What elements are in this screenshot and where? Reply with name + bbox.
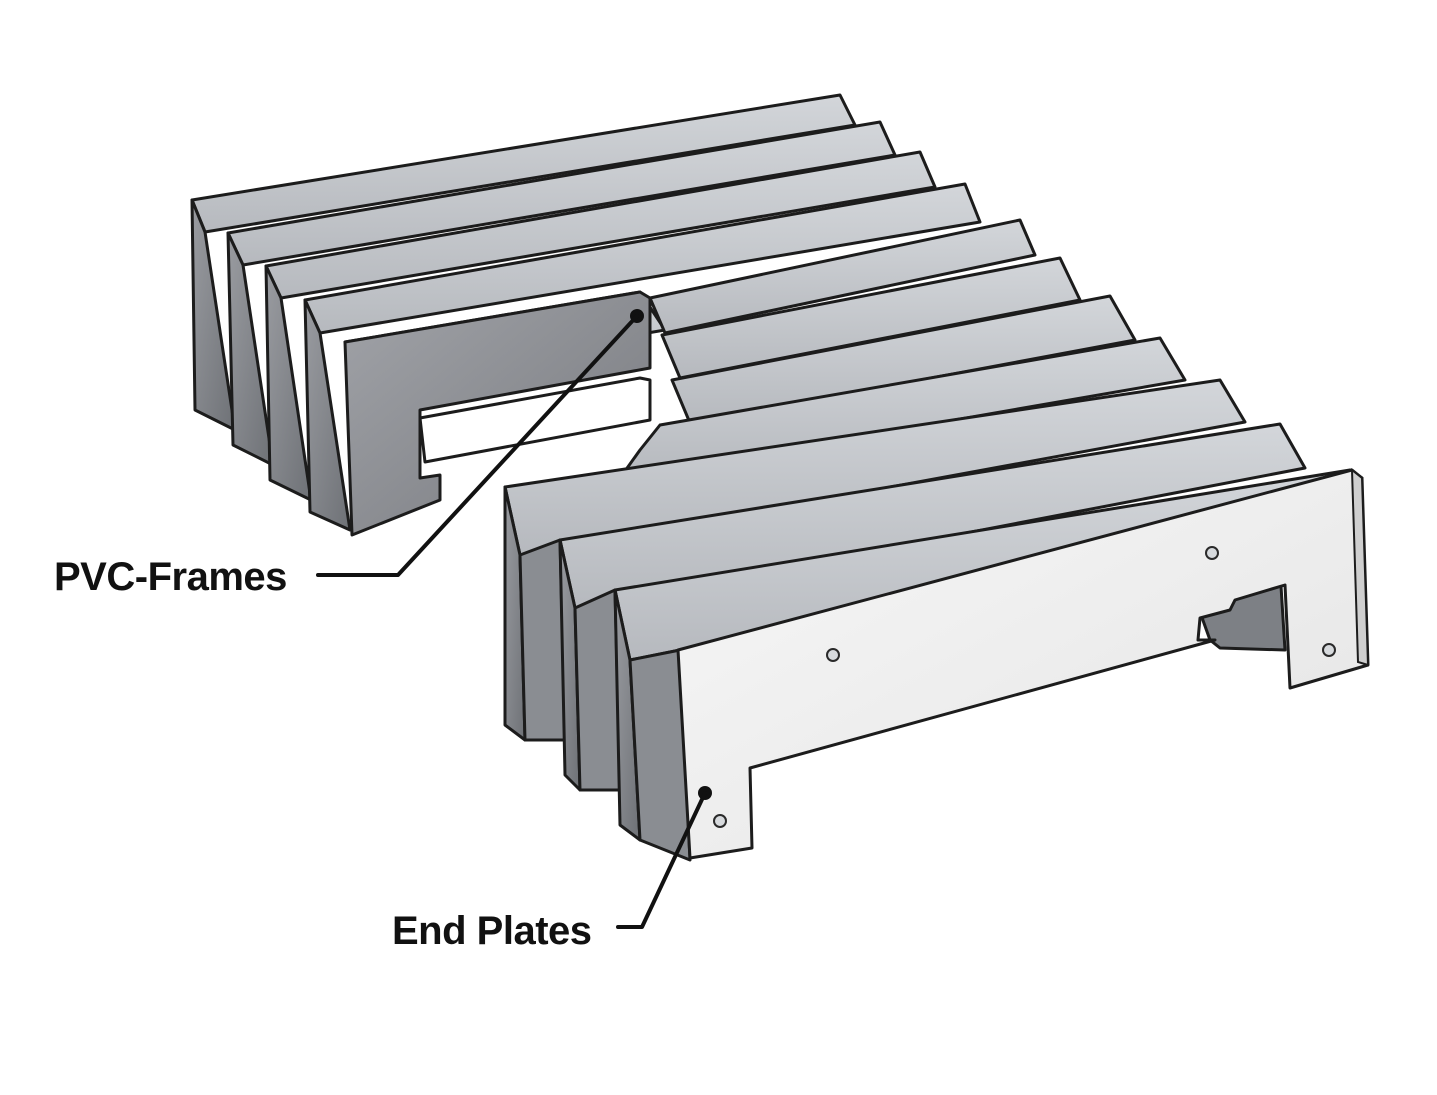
mounting-hole xyxy=(1205,546,1219,560)
end-plate xyxy=(676,467,1370,860)
pvc-frames-label: PVC-Frames xyxy=(54,555,287,599)
mounting-hole xyxy=(1322,643,1336,657)
pleat-walls-rear xyxy=(190,198,352,532)
pleat-walls-front xyxy=(503,485,692,862)
pvc-frames-callout: PVC-Frames xyxy=(54,309,644,599)
front-bellows-section xyxy=(503,218,1364,862)
end-plates-callout: End Plates xyxy=(392,786,712,953)
pvc-frames-leader-line xyxy=(316,314,639,577)
mounting-hole xyxy=(826,648,840,662)
end-plates-label: End Plates xyxy=(392,909,592,953)
rear-bellows-section xyxy=(190,93,982,537)
fold-strips-rear xyxy=(190,93,982,382)
pvc-frame-plate xyxy=(343,290,652,537)
mounting-hole xyxy=(713,814,727,828)
end-plates-leader-line xyxy=(616,791,707,929)
